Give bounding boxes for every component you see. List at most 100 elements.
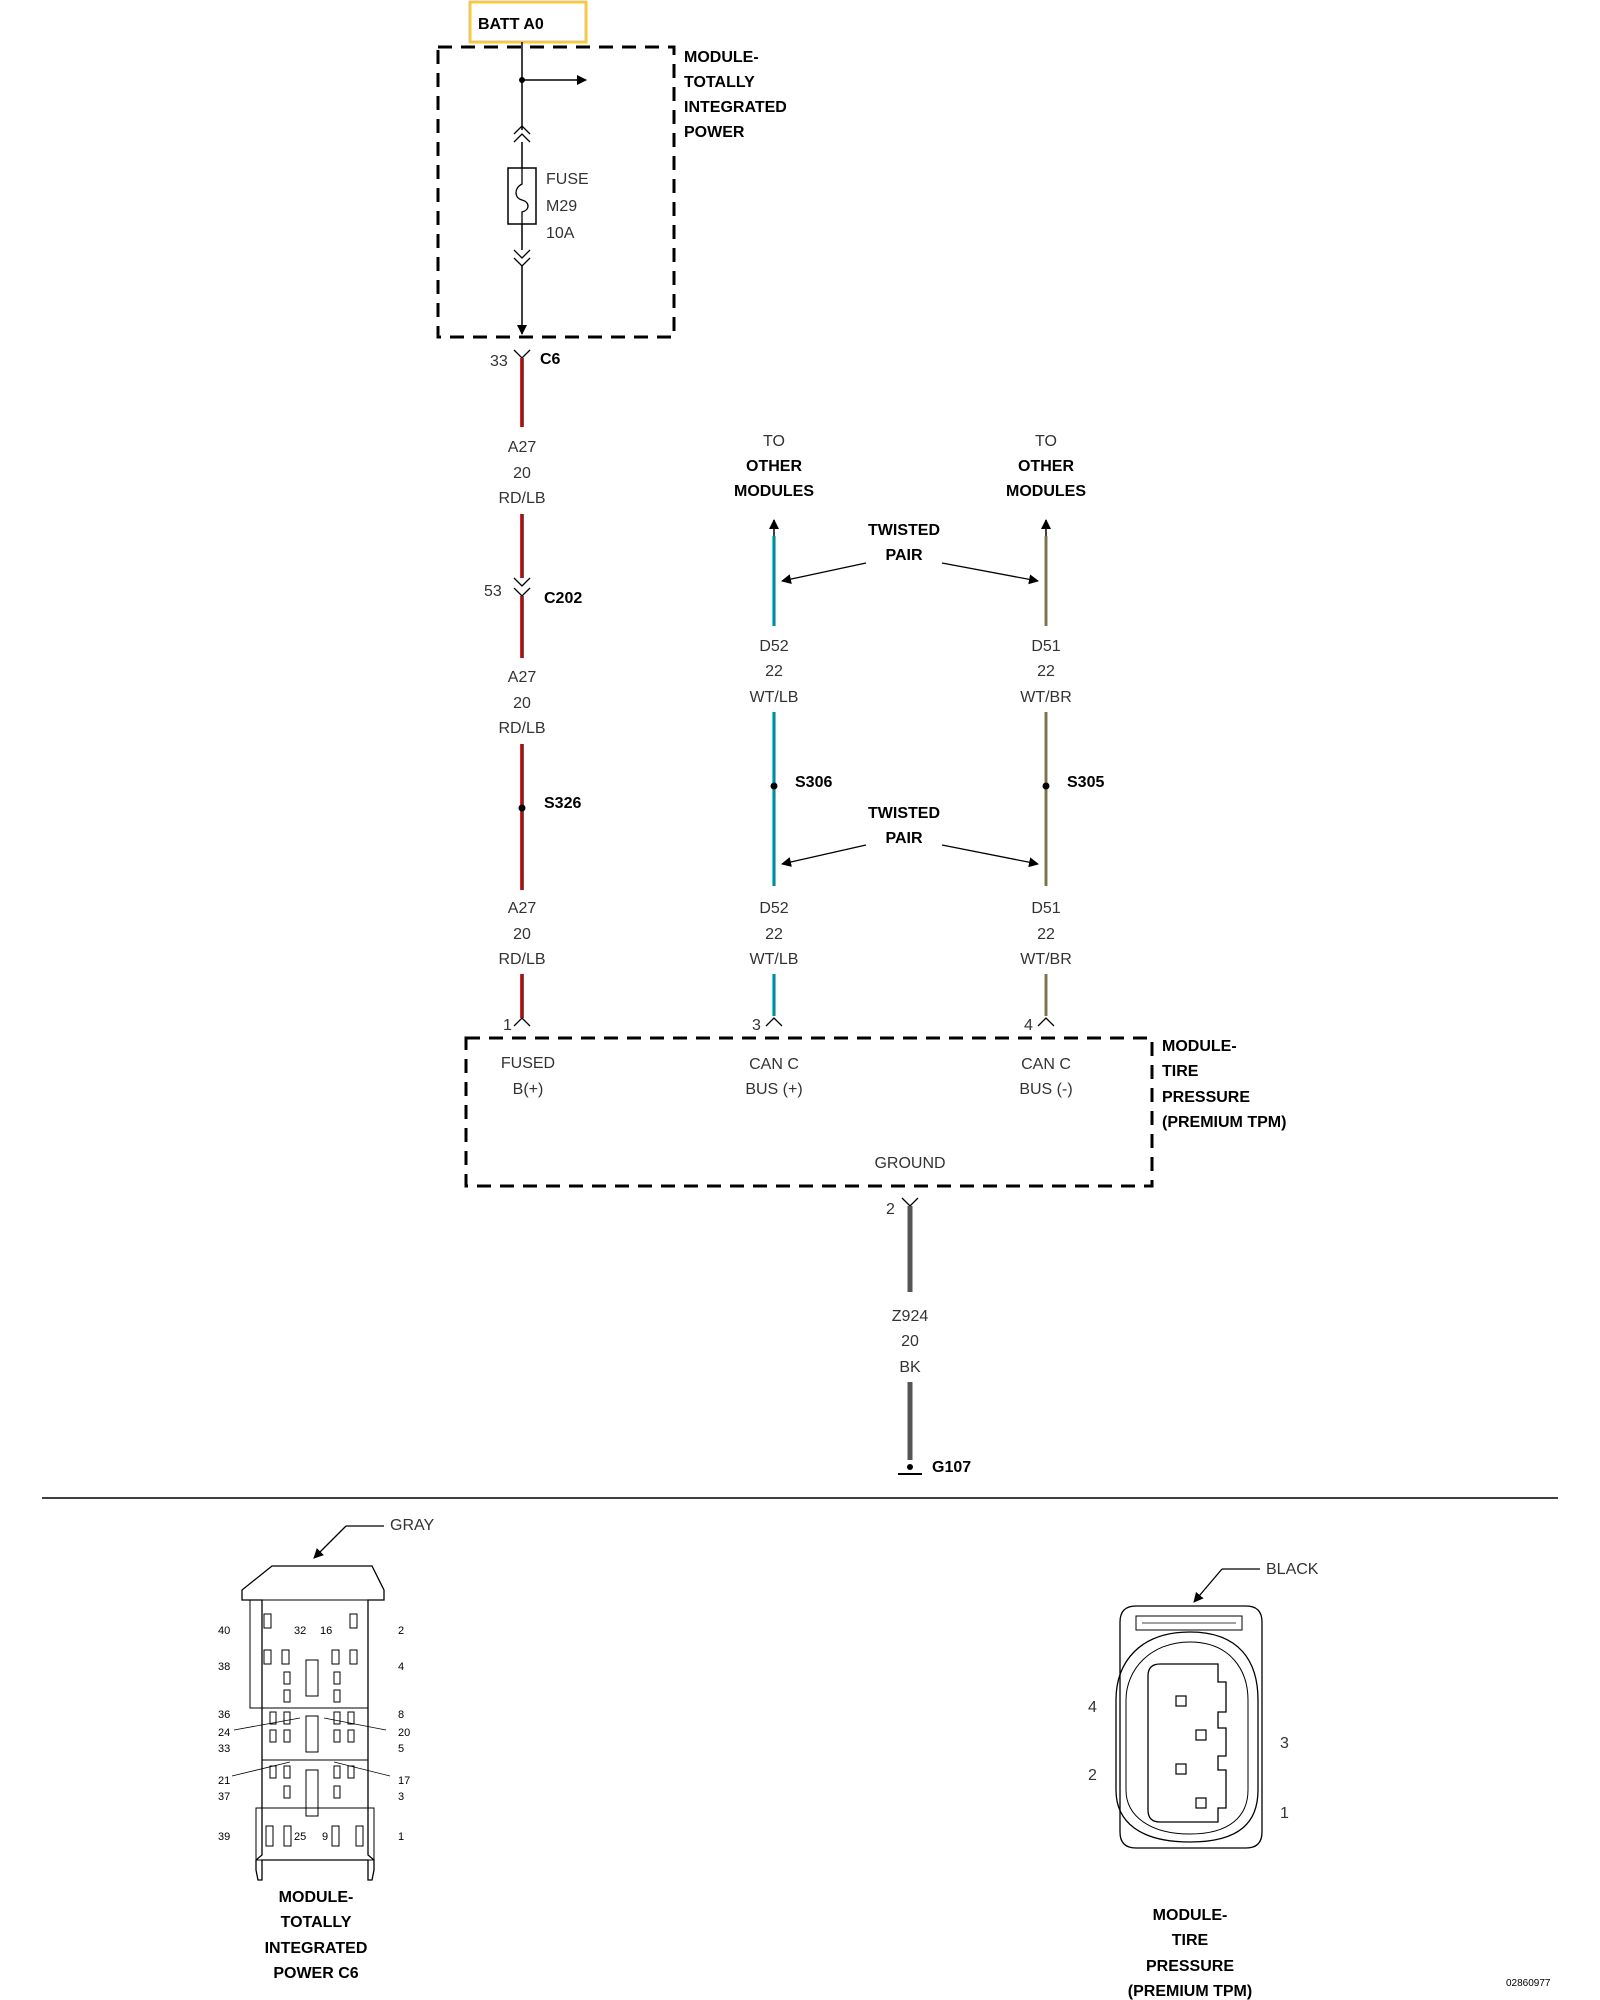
svg-text:10A: 10A bbox=[546, 225, 575, 242]
svg-text:20: 20 bbox=[398, 1727, 410, 1739]
svg-text:1: 1 bbox=[1280, 1805, 1289, 1822]
fuse-label: FUSE M29 10A bbox=[546, 171, 589, 242]
tpm-fused-b-label: FUSED B(+) bbox=[501, 1055, 555, 1098]
tipm-module-box bbox=[436, 45, 676, 339]
tpm-can-c-bus-plus-label: CAN C BUS (+) bbox=[745, 1056, 802, 1098]
s305-label: S305 bbox=[1067, 774, 1104, 791]
svg-text:PRESSURE: PRESSURE bbox=[1162, 1089, 1250, 1106]
tipm-lower-chevrons bbox=[513, 249, 531, 267]
svg-text:22: 22 bbox=[765, 926, 783, 943]
svg-text:3: 3 bbox=[398, 1791, 404, 1803]
svg-text:WT/BR: WT/BR bbox=[1020, 689, 1072, 706]
svg-text:8: 8 bbox=[398, 1709, 404, 1721]
document-id: 02860977 bbox=[1506, 1978, 1551, 1989]
svg-text:40: 40 bbox=[218, 1625, 230, 1637]
tpm-pin-4-symbol bbox=[1037, 1017, 1055, 1027]
svg-text:36: 36 bbox=[218, 1709, 230, 1721]
g107-label: G107 bbox=[932, 1459, 971, 1476]
s305-splice-dot bbox=[1042, 782, 1050, 790]
svg-text:20: 20 bbox=[901, 1333, 919, 1350]
svg-text:A27: A27 bbox=[508, 669, 537, 686]
svg-text:TOTALLY: TOTALLY bbox=[684, 74, 755, 91]
svg-text:PAIR: PAIR bbox=[885, 830, 922, 847]
c6-connector-title: MODULE- TOTALLY INTEGRATED POWER C6 bbox=[265, 1889, 368, 1982]
svg-text:OTHER: OTHER bbox=[1018, 458, 1074, 475]
svg-text:D52: D52 bbox=[759, 638, 788, 655]
svg-text:TO: TO bbox=[763, 433, 785, 450]
batt-source-label: BATT A0 bbox=[478, 16, 544, 33]
tpm-color-label: BLACK bbox=[1266, 1561, 1319, 1578]
to-other-modules-right: TO OTHER MODULES bbox=[1006, 433, 1086, 500]
svg-text:INTEGRATED: INTEGRATED bbox=[684, 99, 787, 116]
svg-text:B(+): B(+) bbox=[513, 1081, 544, 1098]
twisted-pair-lower-arrow-right bbox=[941, 844, 1039, 868]
svg-text:D51: D51 bbox=[1031, 900, 1060, 917]
svg-text:PRESSURE: PRESSURE bbox=[1146, 1958, 1234, 1975]
svg-text:20: 20 bbox=[513, 695, 531, 712]
twisted-pair-upper-label: TWISTED PAIR bbox=[868, 522, 940, 564]
svg-text:TIRE: TIRE bbox=[1162, 1063, 1199, 1080]
twisted-pair-upper-arrow-right bbox=[941, 562, 1039, 585]
svg-text:RD/LB: RD/LB bbox=[498, 951, 545, 968]
tpm-pin-3: 3 bbox=[752, 1017, 761, 1034]
svg-text:4: 4 bbox=[398, 1661, 404, 1673]
d51-label-upper: D51 22 WT/BR bbox=[1020, 638, 1072, 706]
svg-text:WT/LB: WT/LB bbox=[750, 951, 799, 968]
s326-splice-dot bbox=[518, 804, 526, 812]
tpm-pin-3-symbol bbox=[765, 1017, 783, 1027]
svg-text:POWER C6: POWER C6 bbox=[273, 1965, 358, 1982]
svg-text:M29: M29 bbox=[546, 198, 577, 215]
svg-text:CAN C: CAN C bbox=[1021, 1056, 1071, 1073]
svg-text:TWISTED: TWISTED bbox=[868, 522, 940, 539]
s306-label: S306 bbox=[795, 774, 832, 791]
c6-pin: 33 bbox=[490, 353, 508, 370]
svg-text:16: 16 bbox=[320, 1625, 332, 1637]
svg-text:3: 3 bbox=[1280, 1735, 1289, 1752]
c202-pin: 53 bbox=[484, 583, 502, 600]
svg-text:D51: D51 bbox=[1031, 638, 1060, 655]
c6-name: C6 bbox=[540, 351, 561, 368]
svg-text:BK: BK bbox=[899, 1359, 921, 1376]
svg-text:2: 2 bbox=[1088, 1767, 1097, 1784]
svg-text:FUSE: FUSE bbox=[546, 171, 589, 188]
c6-connector-symbol bbox=[513, 349, 531, 359]
svg-text:37: 37 bbox=[218, 1791, 230, 1803]
tpm-ground-label: GROUND bbox=[874, 1155, 945, 1172]
svg-text:21: 21 bbox=[218, 1775, 230, 1787]
svg-text:TWISTED: TWISTED bbox=[868, 805, 940, 822]
a27-label-1: A27 20 RD/LB bbox=[498, 439, 545, 507]
svg-text:POWER: POWER bbox=[684, 124, 745, 141]
a27-label-3: A27 20 RD/LB bbox=[498, 900, 545, 968]
svg-text:PAIR: PAIR bbox=[885, 547, 922, 564]
svg-text:38: 38 bbox=[218, 1661, 230, 1673]
tpm-can-c-bus-minus-label: CAN C BUS (-) bbox=[1019, 1056, 1072, 1098]
c6-color-label: GRAY bbox=[390, 1517, 434, 1534]
svg-text:WT/LB: WT/LB bbox=[750, 689, 799, 706]
tpm-module-box bbox=[464, 1036, 1154, 1188]
d52-label-upper: D52 22 WT/LB bbox=[750, 638, 799, 706]
a27-label-2: A27 20 RD/LB bbox=[498, 669, 545, 737]
svg-text:WT/BR: WT/BR bbox=[1020, 951, 1072, 968]
svg-text:D52: D52 bbox=[759, 900, 788, 917]
svg-text:4: 4 bbox=[1088, 1699, 1097, 1716]
tpm-pin-2-symbol bbox=[901, 1197, 919, 1207]
svg-text:A27: A27 bbox=[508, 439, 537, 456]
svg-text:(PREMIUM TPM): (PREMIUM TPM) bbox=[1128, 1983, 1252, 2000]
svg-text:RD/LB: RD/LB bbox=[498, 720, 545, 737]
svg-text:MODULES: MODULES bbox=[1006, 483, 1086, 500]
tipm-title: MODULE- TOTALLY INTEGRATED POWER bbox=[684, 49, 787, 141]
tipm-upper-chevrons bbox=[513, 125, 531, 143]
svg-text:20: 20 bbox=[513, 926, 531, 943]
svg-text:22: 22 bbox=[1037, 663, 1055, 680]
d51-label-lower: D51 22 WT/BR bbox=[1020, 900, 1072, 968]
batt-source-box bbox=[468, 0, 588, 44]
g107-ground-dot bbox=[907, 1464, 913, 1470]
svg-text:17: 17 bbox=[398, 1775, 410, 1787]
twisted-pair-upper-arrow-left bbox=[781, 562, 867, 585]
tpm-connector-title: MODULE- TIRE PRESSURE (PREMIUM TPM) bbox=[1128, 1907, 1252, 2000]
svg-text:33: 33 bbox=[218, 1743, 230, 1755]
svg-text:32: 32 bbox=[294, 1625, 306, 1637]
d52-label-lower: D52 22 WT/LB bbox=[750, 900, 799, 968]
svg-text:CAN C: CAN C bbox=[749, 1056, 799, 1073]
